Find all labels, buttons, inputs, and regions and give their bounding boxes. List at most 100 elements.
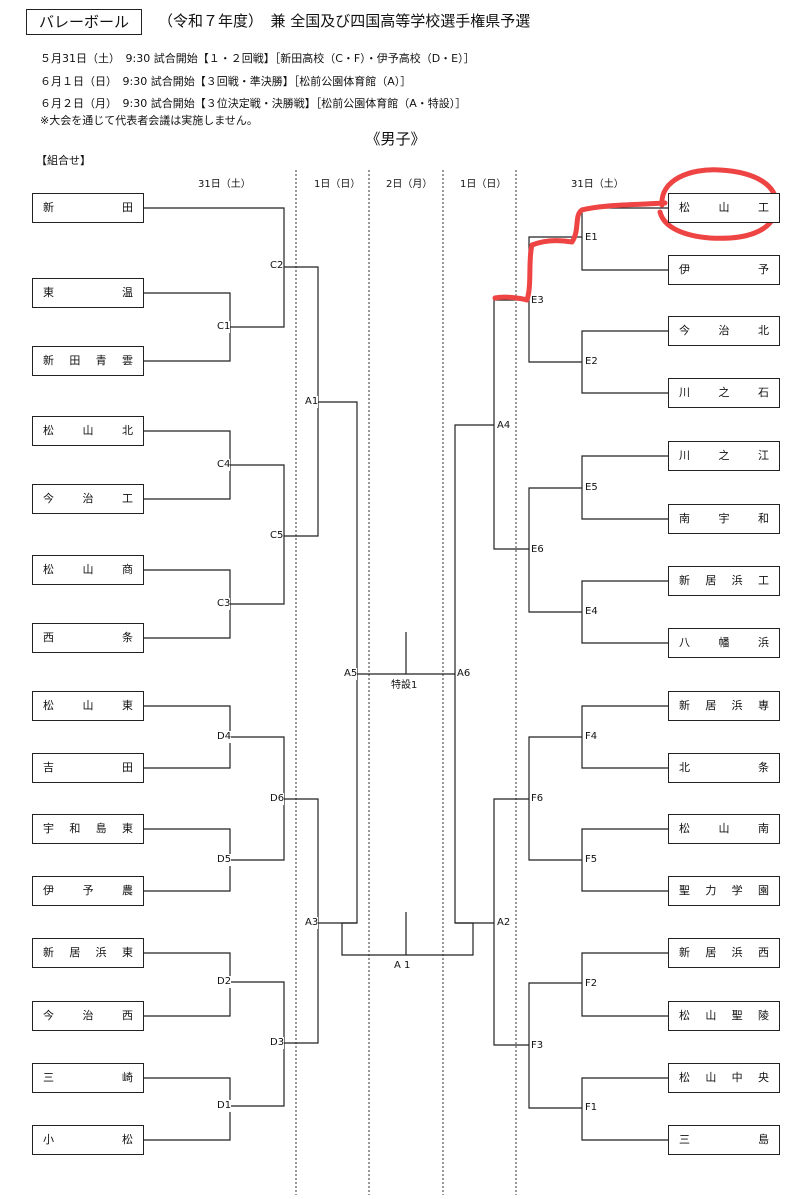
team-name: 松山工 (679, 201, 769, 214)
match-label-f4: F4 (585, 731, 598, 743)
match-label-d4: D4 (217, 731, 232, 743)
section-label: 【組合せ】 (36, 154, 91, 167)
team-box-left-2: 東温 (32, 278, 144, 308)
team-name: 八幡浜 (679, 636, 769, 649)
match-label-c4: C4 (217, 459, 231, 471)
team-box-left-6: 松山商 (32, 555, 144, 585)
match-label-f1: F1 (585, 1102, 598, 1114)
team-name: 新田青雲 (43, 354, 133, 367)
match-label-c5: C5 (270, 530, 284, 542)
tournament-subtitle: （令和７年度） 兼 全国及び四国高等学校選手権県予選 (158, 12, 531, 30)
schedule-line-1: ５月31日（土） 9:30 試合開始【１・２回戦】［新田高校（C・F）・伊予高校… (40, 52, 475, 65)
team-box-right-8: 八幡浜 (668, 628, 780, 658)
match-label-f3: F3 (531, 1040, 544, 1052)
team-box-right-9: 新居浜専 (668, 691, 780, 721)
match-label-c2: C2 (270, 260, 284, 272)
team-name: 今治北 (679, 324, 769, 337)
schedule-line-2: ６月１日（日） 9:30 試合開始【３回戦・準決勝】［松前公園体育館（A）］ (40, 75, 412, 88)
team-name: 西条 (43, 631, 133, 644)
schedule-note: ※大会を通じて代表者会議は実施しません。 (40, 114, 258, 127)
match-label-a4: A4 (497, 420, 511, 432)
match-label-e4: E4 (585, 606, 598, 618)
team-name: 新居浜西 (679, 946, 769, 959)
match-label-a1-left: A1 (305, 396, 319, 408)
team-box-left-3: 新田青雲 (32, 346, 144, 376)
team-name: 今治工 (43, 492, 133, 505)
team-box-right-12: 聖力学園 (668, 876, 780, 906)
team-name: 三崎 (43, 1071, 133, 1084)
team-box-right-4: 川之石 (668, 378, 780, 408)
team-box-right-10: 北条 (668, 753, 780, 783)
team-box-right-13: 新居浜西 (668, 938, 780, 968)
team-name: 伊予 (679, 263, 769, 276)
team-name: 宇和島東 (43, 822, 133, 835)
team-box-left-12: 新居浜東 (32, 938, 144, 968)
team-box-right-6: 南宇和 (668, 504, 780, 534)
match-label-d2: D2 (217, 976, 232, 988)
day-header-left-1: 1日（日） (314, 179, 361, 190)
team-name: 三島 (679, 1133, 769, 1146)
team-name: 小松 (43, 1133, 133, 1146)
match-label-e3: E3 (531, 295, 544, 307)
team-name: 伊予農 (43, 884, 133, 897)
schedule-line-3: ６月２日（月） 9:30 試合開始【３位決定戦・決勝戦】［松前公園体育館（A・特… (40, 97, 467, 110)
special-court-label: 特設1 (391, 680, 418, 692)
team-box-left-11: 伊予農 (32, 876, 144, 906)
team-box-right-16: 三島 (668, 1125, 780, 1155)
match-label-e6: E6 (531, 544, 544, 556)
match-label-d6: D6 (270, 793, 285, 805)
team-name: 松山南 (679, 822, 769, 835)
team-box-left-5: 今治工 (32, 484, 144, 514)
team-name: 松山東 (43, 699, 133, 712)
team-box-left-13: 今治西 (32, 1001, 144, 1031)
team-box-right-14: 松山聖陵 (668, 1001, 780, 1031)
team-name: 吉田 (43, 761, 133, 774)
division-heading: 《男子》 (365, 130, 426, 148)
team-box-left-4: 松山北 (32, 416, 144, 446)
team-box-left-9: 吉田 (32, 753, 144, 783)
team-box-left-15: 小松 (32, 1125, 144, 1155)
match-label-a6: A6 (457, 668, 471, 680)
team-name: 新居浜専 (679, 699, 769, 712)
match-label-a2: A2 (497, 917, 511, 929)
match-label-e2: E2 (585, 356, 598, 368)
match-label-a5: A5 (344, 668, 358, 680)
team-name: 聖力学園 (679, 884, 769, 897)
day-header-center-2: 2日（月） (386, 179, 433, 190)
team-name: 新居浜工 (679, 574, 769, 587)
team-box-right-3: 今治北 (668, 316, 780, 346)
team-box-right-7: 新居浜工 (668, 566, 780, 596)
event-title: バレーボール (26, 9, 142, 35)
team-box-left-10: 宇和島東 (32, 814, 144, 844)
team-box-right-15: 松山中央 (668, 1063, 780, 1093)
day-dividers (295, 170, 517, 1195)
team-name: 東温 (43, 286, 133, 299)
team-name: 川之石 (679, 386, 769, 399)
match-label-f5: F5 (585, 854, 598, 866)
match-label-e5: E5 (585, 482, 598, 494)
match-label-c3: C3 (217, 598, 231, 610)
team-name: 新田 (43, 201, 133, 214)
team-name: 新居浜東 (43, 946, 133, 959)
team-name: 松山聖陵 (679, 1009, 769, 1022)
match-label-d3: D3 (270, 1037, 285, 1049)
match-label-d5: D5 (217, 854, 232, 866)
annotation-highlight-path (492, 200, 668, 303)
team-box-right-11: 松山南 (668, 814, 780, 844)
match-label-e1: E1 (585, 232, 598, 244)
team-box-left-8: 松山東 (32, 691, 144, 721)
final-match-label: A 1 (394, 960, 411, 972)
team-name: 松山中央 (679, 1071, 769, 1084)
team-box-right-2: 伊予 (668, 255, 780, 285)
match-label-f2: F2 (585, 978, 598, 990)
day-header-right-1: 1日（日） (460, 179, 507, 190)
team-box-right-5: 川之江 (668, 441, 780, 471)
team-name: 北条 (679, 761, 769, 774)
match-label-f6: F6 (531, 793, 544, 805)
match-label-d1: D1 (217, 1100, 232, 1112)
team-name: 今治西 (43, 1009, 133, 1022)
team-box-right-1: 松山工 (668, 193, 780, 223)
team-box-left-1: 新田 (32, 193, 144, 223)
match-label-a3: A3 (305, 917, 319, 929)
